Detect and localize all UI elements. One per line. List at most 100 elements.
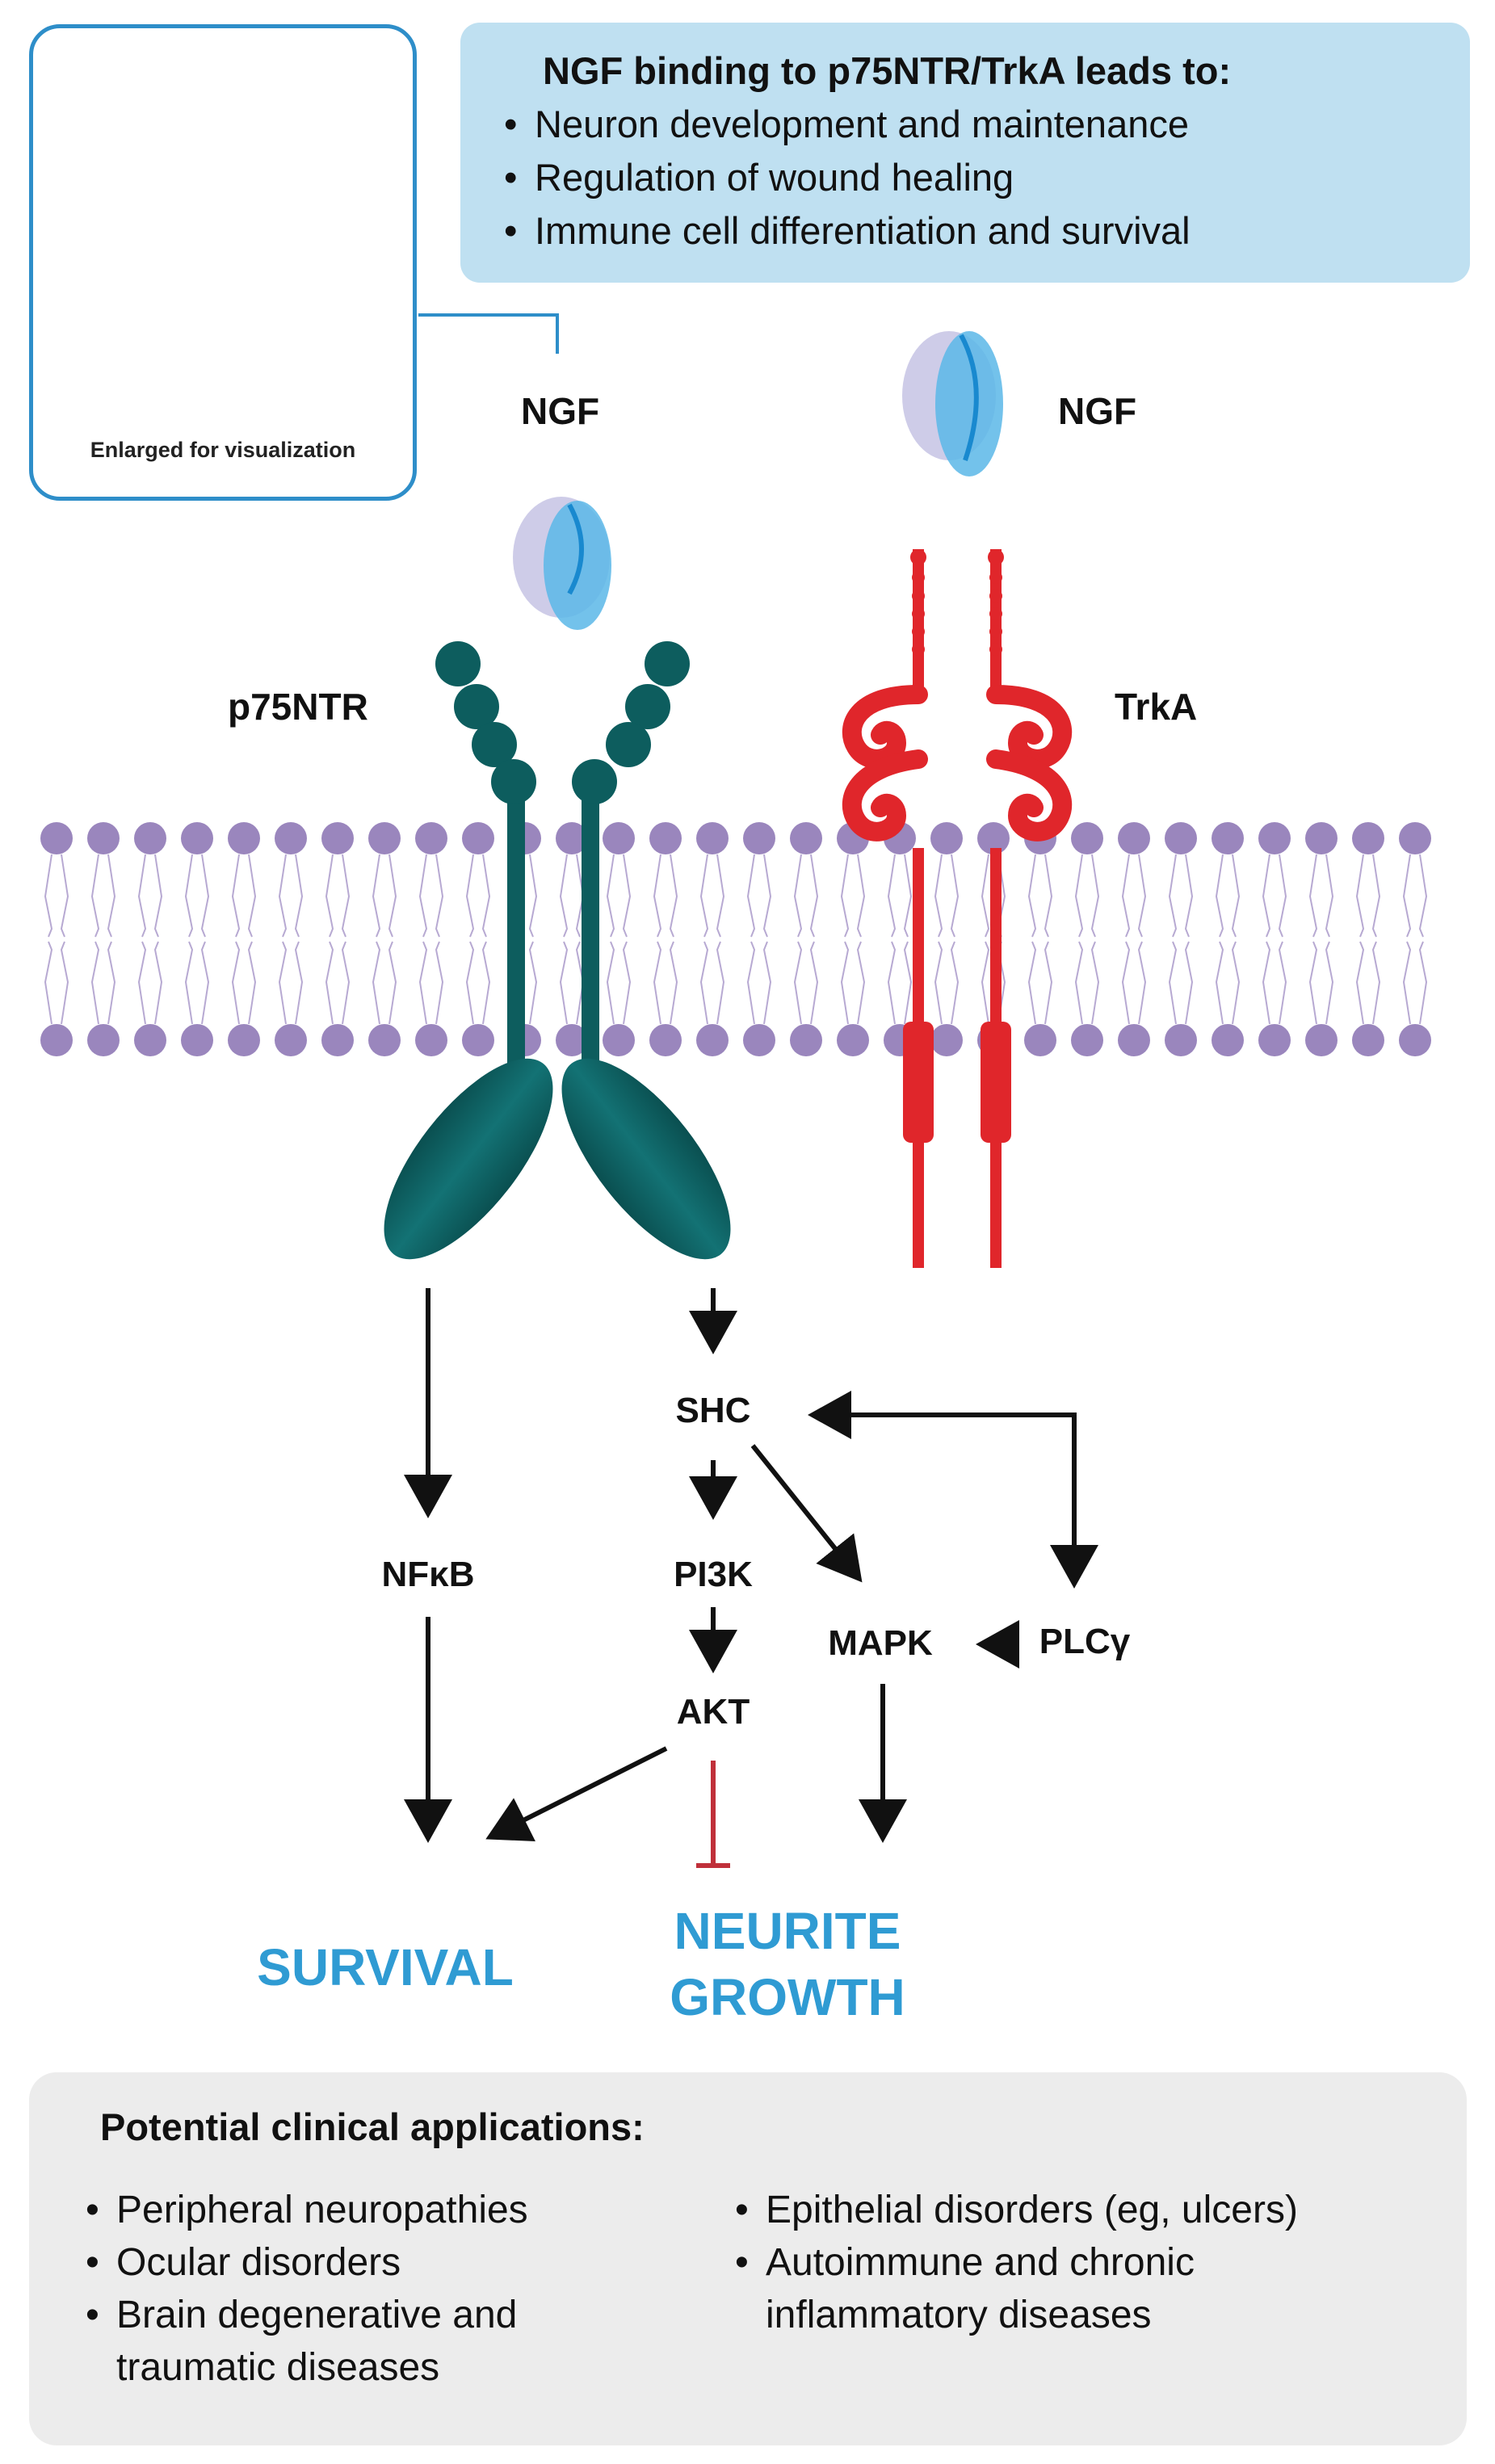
lipid-head xyxy=(1399,822,1431,854)
ngf-effects-box: NGF binding to p75NTR/TrkA leads to: Neu… xyxy=(460,23,1470,283)
list-item: Neuron development and maintenance xyxy=(493,98,1438,151)
lipid-head xyxy=(743,822,775,854)
lipid-tails xyxy=(887,854,913,1025)
ngf-label-right: NGF xyxy=(1058,390,1137,432)
ngf-protein-left xyxy=(513,497,611,630)
pathway-arrows xyxy=(404,1288,1098,1843)
lipid-head xyxy=(1258,822,1291,854)
lipid-tails xyxy=(1355,854,1381,1025)
list-item: Autoimmune and chronic inflammatory dise… xyxy=(724,2236,1299,2341)
neurite-line-2: GROWTH xyxy=(670,1968,905,2026)
lipid-head xyxy=(1305,1024,1338,1056)
cell-membrane xyxy=(40,822,1431,1056)
inset-caption: Enlarged for visualization xyxy=(90,438,356,462)
lipid-head xyxy=(556,1024,588,1056)
lipid-head xyxy=(321,1024,354,1056)
lipid-tails xyxy=(278,854,304,1025)
lipid-head xyxy=(1352,822,1384,854)
list-item: Brain degenerative and traumatic disease… xyxy=(74,2289,617,2394)
lipid-head xyxy=(181,822,213,854)
list-item: Regulation of wound healing xyxy=(493,151,1438,204)
inset-connector xyxy=(418,313,559,354)
lipid-tails xyxy=(184,854,210,1025)
lipid-head xyxy=(930,1024,963,1056)
neurite-line-1: NEURITE xyxy=(674,1902,901,1960)
lipid-head xyxy=(134,822,166,854)
lipid-tails xyxy=(1215,854,1241,1025)
lipid-tails xyxy=(559,854,585,1025)
lipid-tails xyxy=(606,854,632,1025)
akt-inhibits-neurite-growth xyxy=(696,1761,730,1868)
lipid-tails xyxy=(231,854,257,1025)
lipid-tails xyxy=(1074,854,1100,1025)
ngf-effects-list: Neuron development and maintenance Regul… xyxy=(493,98,1438,258)
lipid-head xyxy=(1258,1024,1291,1056)
lipid-tails xyxy=(1121,854,1147,1025)
pi3k-node: PI3K xyxy=(674,1555,753,1594)
nfkb-node: NFκB xyxy=(381,1555,475,1594)
lipid-tails xyxy=(90,854,116,1025)
lipid-tails xyxy=(465,854,491,1025)
lipid-head xyxy=(1118,822,1150,854)
lipid-head xyxy=(321,822,354,854)
list-item: Immune cell differentiation and survival xyxy=(493,204,1438,258)
lipid-head xyxy=(696,822,729,854)
lipid-tails xyxy=(1262,854,1287,1025)
clinical-applications-title: Potential clinical applications: xyxy=(100,2105,645,2148)
lipid-tails xyxy=(1402,854,1428,1025)
lipid-head xyxy=(368,822,401,854)
lipid-tails xyxy=(1308,854,1334,1025)
lipid-head xyxy=(649,822,682,854)
lipid-head xyxy=(1071,822,1103,854)
lipid-head xyxy=(1071,1024,1103,1056)
lipid-head xyxy=(930,822,963,854)
p75ntr-receptor xyxy=(384,641,731,1260)
lipid-head xyxy=(790,822,822,854)
mapk-node: MAPK xyxy=(828,1623,933,1663)
lipid-head xyxy=(1212,1024,1244,1056)
lipid-head xyxy=(87,822,120,854)
lipid-tails xyxy=(746,854,772,1025)
lipid-head xyxy=(603,822,635,854)
ngf-protein-right xyxy=(902,331,1003,476)
lipid-tails xyxy=(653,854,678,1025)
lipid-head xyxy=(134,1024,166,1056)
lipid-head xyxy=(743,1024,775,1056)
lipid-head xyxy=(415,822,447,854)
lipid-head xyxy=(790,1024,822,1056)
lipid-head xyxy=(1305,822,1338,854)
lipid-head xyxy=(228,1024,260,1056)
trka-receptor xyxy=(842,549,1073,1268)
lipid-head xyxy=(1165,822,1197,854)
ngf-effects-title: NGF binding to p75NTR/TrkA leads to: xyxy=(543,49,1232,92)
clinical-column-2: Epithelial disorders (eg, ulcers) Autoim… xyxy=(724,2184,1434,2341)
lipid-head xyxy=(40,822,73,854)
lipid-head xyxy=(87,1024,120,1056)
lipid-tails xyxy=(699,854,725,1025)
lipid-head xyxy=(415,1024,447,1056)
lipid-head xyxy=(603,1024,635,1056)
ngf-label-left: NGF xyxy=(521,390,600,432)
lipid-head xyxy=(462,822,494,854)
lipid-tails xyxy=(1027,854,1053,1025)
lipid-head xyxy=(228,822,260,854)
plcy-node: PLCγ xyxy=(1039,1622,1131,1661)
lipid-head xyxy=(40,1024,73,1056)
lipid-head xyxy=(837,1024,869,1056)
lipid-tails xyxy=(840,854,866,1025)
lipid-head xyxy=(368,1024,401,1056)
lipid-head xyxy=(1399,1024,1431,1056)
lipid-tails xyxy=(137,854,163,1025)
lipid-head xyxy=(1024,1024,1056,1056)
list-item: Peripheral neuropathies xyxy=(74,2184,704,2236)
lipid-head xyxy=(181,1024,213,1056)
shc-node: SHC xyxy=(675,1391,751,1430)
trka-label: TrkA xyxy=(1115,686,1198,728)
clinical-column-1: Peripheral neuropathies Ocular disorders… xyxy=(74,2184,704,2394)
enlarged-ngf-inset: Enlarged for visualization xyxy=(29,24,417,501)
lipid-head xyxy=(1165,1024,1197,1056)
lipid-head xyxy=(462,1024,494,1056)
lipid-tails xyxy=(793,854,819,1025)
lipid-tails xyxy=(372,854,397,1025)
p75ntr-label: p75NTR xyxy=(228,686,368,728)
